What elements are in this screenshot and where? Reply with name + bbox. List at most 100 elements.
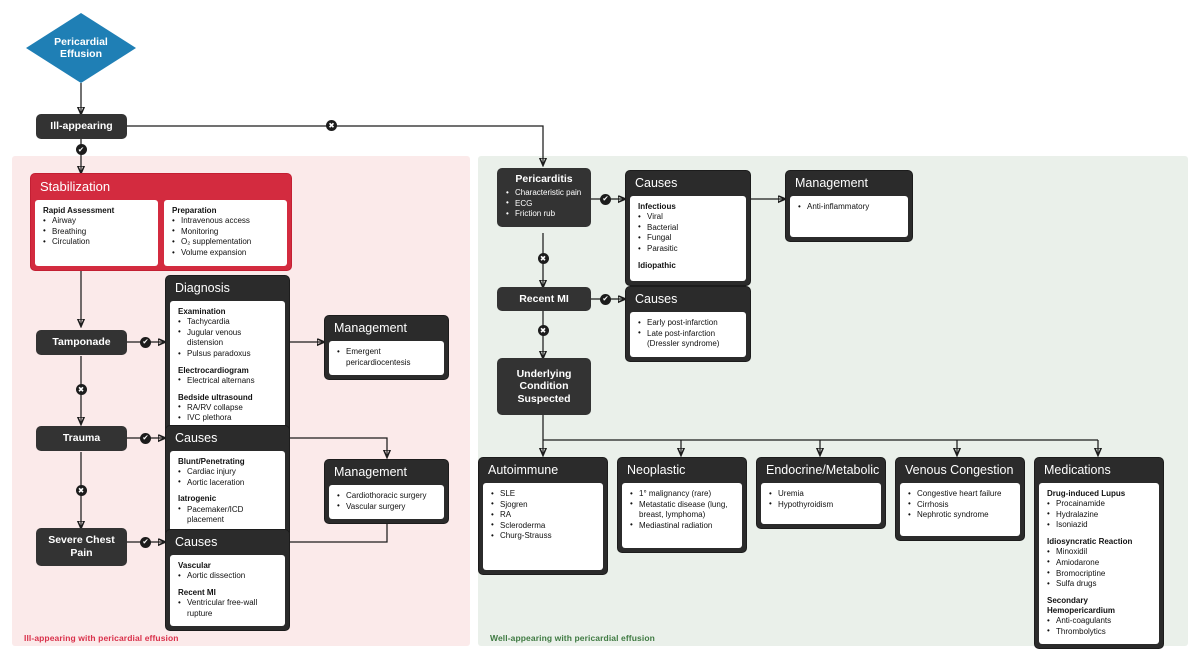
list-item: Minoxidil (1047, 547, 1151, 558)
card-tamponade-diagnosis: Diagnosis Examination Tachycardia Jugula… (165, 275, 290, 436)
pericarditis-infectious-list: Viral Bacterial Fungal Parasitic (638, 212, 738, 254)
list-item: Aortic dissection (178, 571, 277, 582)
list-item: Mediastinal radiation (630, 520, 734, 532)
group-title: Bedside ultrasound (178, 392, 253, 402)
recent-mi-causes-list: Early post-infarction Late post-infarcti… (638, 318, 738, 350)
start-node-label: Pericardial Effusion (26, 13, 136, 83)
card-management-header: Management (795, 176, 868, 190)
list-item: Pulsus paradoxus (178, 349, 277, 360)
start-label-line1: Pericardial (54, 35, 108, 48)
card-etiology-venous-congestion: Venous Congestion Congestive heart failu… (895, 457, 1025, 541)
list-item: Isoniazid (1047, 520, 1151, 531)
card-stabilization: Stabilization Rapid Assessment Airway Br… (30, 173, 292, 271)
stabilization-column-rapid-assessment: Rapid Assessment Airway Breathing Circul… (35, 200, 158, 266)
decision-marker-yes-chest-pain: ✔ (140, 536, 151, 548)
pericarditis-causes-group-infectious: Infectious Viral Bacterial Fungal Parasi… (638, 202, 738, 255)
pericarditis-causes-group-idiopathic: Idiopathic (638, 261, 738, 271)
list-item: Tachycardia (178, 317, 277, 328)
stabilization-column-preparation: Preparation Intravenous access Monitorin… (164, 200, 287, 266)
list-item: Volume expansion (172, 248, 279, 259)
decision-marker-no-trauma: ✖ (75, 485, 87, 496)
group-title: Drug-induced Lupus (1047, 489, 1126, 498)
card-diagnosis-header: Diagnosis (175, 281, 230, 295)
diagnosis-group-ultrasound: Bedside ultrasound RA/RV collapse IVC pl… (178, 393, 277, 424)
list-item: Parasitic (638, 244, 738, 255)
group-title: Idiosyncratic Reaction (1047, 537, 1133, 547)
list-item: Procainamide (1047, 499, 1151, 510)
diagnosis-group-ecg: Electrocardiogram Electrical alternans (178, 366, 277, 387)
decision-marker-no-tamponade: ✖ (75, 384, 87, 395)
card-venous-header: Venous Congestion (905, 463, 1014, 477)
card-etiology-medications: Medications Drug-induced Lupus Procainam… (1034, 457, 1164, 650)
stabilization-rapid-assessment-list: Airway Breathing Circulation (43, 216, 150, 248)
group-title: Blunt/Penetrating (178, 457, 245, 466)
card-trauma-causes: Causes Blunt/Penetrating Cardiac injury … (165, 425, 290, 538)
caption-well-appearing: Well-appearing with pericardial effusion (490, 633, 655, 643)
node-recent-mi-label: Recent MI (519, 292, 569, 305)
card-etiology-neoplastic: Neoplastic 1° malignancy (rare) Metastat… (617, 457, 747, 553)
node-tamponade[interactable]: Tamponade (36, 330, 127, 355)
caption-ill-appearing: Ill-appearing with pericardial effusion (24, 633, 179, 643)
node-pericarditis[interactable]: Pericarditis Characteristic pain ECG Fri… (497, 168, 591, 227)
chest-pain-recent-mi-list: Ventricular free-wall rupture (178, 598, 277, 619)
medications-group-secondary-hemopericardium: Secondary Hemopericardium Anti-coagulant… (1047, 596, 1151, 638)
card-endocrine-header: Endocrine/Metabolic (766, 463, 880, 477)
list-item: Metastatic disease (lung, breast, lympho… (630, 499, 734, 521)
decision-marker-yes-recent-mi: ✔ (600, 293, 611, 305)
list-item: Monitoring (172, 226, 279, 238)
list-item: Uremia (769, 489, 873, 500)
list-item: Hypothyroidism (769, 499, 873, 511)
underlying-label-line2: Condition (519, 380, 569, 393)
surgical-management-list: Cardiothoracic surgery Vascular surgery (337, 491, 436, 512)
list-item: Breathing (43, 226, 150, 238)
node-severe-chest-pain[interactable]: Severe Chest Pain (36, 528, 127, 566)
stabilization-preparation-list: Intravenous access Monitoring O₂ supplem… (172, 216, 279, 258)
group-title: Vascular (178, 561, 211, 570)
underlying-label-line3: Suspected (517, 392, 571, 405)
node-ill-appearing[interactable]: Ill-appearing (36, 114, 127, 139)
list-item: Friction rub (506, 209, 582, 220)
list-item: SLE (491, 489, 595, 500)
card-management-header: Management (334, 321, 407, 335)
decision-marker-yes-trauma: ✔ (140, 432, 151, 444)
diagnosis-ecg-list: Electrical alternans (178, 375, 277, 387)
node-trauma-label: Trauma (62, 432, 101, 445)
list-item: Airway (43, 216, 150, 227)
list-item: Intravenous access (172, 216, 279, 227)
card-pericarditis-causes: Causes Infectious Viral Bacterial Fungal… (625, 170, 751, 286)
list-item: Sulfa drugs (1047, 579, 1151, 590)
list-item: Thrombolytics (1047, 626, 1151, 638)
node-recent-mi[interactable]: Recent MI (497, 287, 591, 311)
list-item: Amiodarone (1047, 557, 1151, 569)
card-neoplastic-header: Neoplastic (627, 463, 686, 477)
node-ill-appearing-label: Ill-appearing (50, 120, 113, 133)
list-item: Aortic laceration (178, 477, 277, 489)
autoimmune-list: SLE Sjogren RA Scleroderma Churg-Strauss (491, 489, 595, 542)
neoplastic-list: 1° malignancy (rare) Metastatic disease … (630, 489, 734, 531)
start-label-line2: Effusion (60, 48, 102, 60)
medications-group-idiosyncratic: Idiosyncratic Reaction Minoxidil Amiodar… (1047, 537, 1151, 590)
card-tamponade-management: Management Emergent pericardiocentesis (324, 315, 449, 381)
diagnosis-group-examination: Examination Tachycardia Jugular venous d… (178, 307, 277, 360)
decision-marker-no-ill-appearing: ✖ (326, 120, 337, 131)
card-etiology-endocrine-metabolic: Endocrine/Metabolic Uremia Hypothyroidis… (756, 457, 886, 529)
group-title: Examination (178, 307, 226, 316)
trauma-causes-group-blunt: Blunt/Penetrating Cardiac injury Aortic … (178, 457, 277, 488)
decision-marker-yes-pericarditis: ✔ (600, 193, 611, 205)
chest-pain-vascular-list: Aortic dissection (178, 571, 277, 582)
decision-marker-no-pericarditis: ✖ (537, 253, 549, 264)
pericarditis-management-list: Anti-inflammatory (798, 202, 900, 213)
node-trauma[interactable]: Trauma (36, 426, 127, 451)
group-title: Infectious (638, 202, 676, 211)
list-item: Electrical alternans (178, 375, 277, 387)
card-stabilization-header: Stabilization (40, 179, 111, 194)
node-underlying-condition[interactable]: Underlying Condition Suspected (497, 358, 591, 415)
list-item: Characteristic pain (506, 188, 582, 199)
group-title: Preparation (172, 206, 217, 215)
card-causes-header: Causes (175, 431, 218, 445)
list-item: Early post-infarction (638, 318, 738, 329)
node-chest-pain-label-line1: Severe Chest (48, 534, 115, 547)
node-chest-pain-label-line2: Pain (70, 547, 93, 559)
list-item: Vascular surgery (337, 501, 436, 513)
